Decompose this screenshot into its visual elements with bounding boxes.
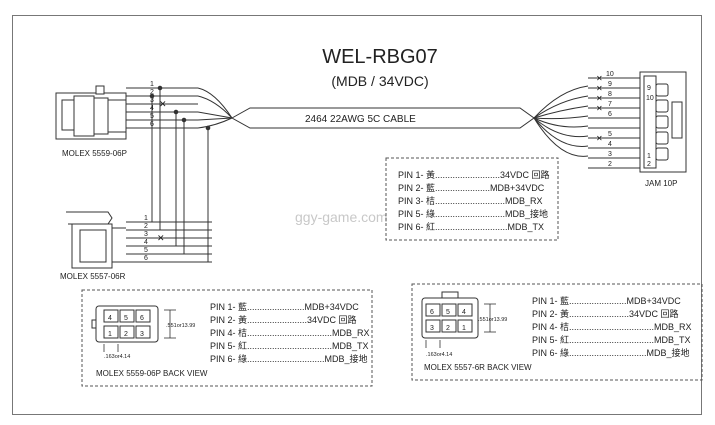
wire-number: 2 [150,89,154,96]
diagram-title: WEL-RBG07 [322,46,438,68]
back-view-left-label: MOLEX 5559-06P BACK VIEW [96,369,208,378]
no-connect-mark: ✕ [159,99,167,109]
left-pin-line: PIN 5- 紅................................… [210,341,369,351]
left-pin-line: PIN 4- 桔................................… [210,327,370,338]
wire-number: 7 [608,101,612,108]
right-pin-line: PIN 6- 綠...............................M… [532,347,690,358]
dim-width: .163or4.14 [426,352,452,358]
wire-number: 3 [144,231,148,238]
center-pin-line: PIN 5- 綠............................MDB_… [398,208,548,219]
jam-wire-numbers: 10 9 8 7 6 5 4 3 2 [606,71,614,168]
center-pin-line: PIN 1- 黃..........................34VDC … [398,169,550,180]
wire-number: 5 [144,247,148,254]
diagram-frame [12,15,702,415]
left-pin-line: PIN 6- 綠...............................M… [210,353,368,364]
center-pin-line: PIN 2- 藍......................MDB+34VDC [398,182,545,193]
dim-width: .163or4.14 [104,354,130,360]
jam-label: JAM 10P [645,179,677,188]
left-pin-line: PIN 2- 黃........................34VDC 回路 [210,314,357,325]
svg-text:✕: ✕ [596,84,603,93]
wire-number: 5 [608,131,612,138]
jam-10p-connector [639,71,687,173]
right-pin-line: PIN 1- 藍.......................MDB+34VDC [532,295,681,306]
pin-cell-number: 3 [430,325,434,332]
wires-jam [533,77,640,169]
pin-cell-number: 4 [108,315,112,322]
wires-5557 [126,85,212,263]
center-pin-box [385,157,559,241]
pin-cell-number: 4 [462,309,466,316]
svg-text:✕: ✕ [596,134,603,143]
wire-number: 4 [144,239,148,246]
pin-cell-number: 6 [140,315,144,322]
pin-cell-number: 1 [108,331,112,338]
wire-number: 9 [608,81,612,88]
no-connect-mark: ✕ [157,233,165,243]
wire-number: 6 [144,255,148,262]
wire-number: 1 [144,215,148,222]
jam-face-number: 10 [646,95,654,102]
center-pin-line: PIN 6- 紅.............................MDB… [398,222,544,232]
wire-number: 1 [150,81,154,88]
molex-5557-connector [66,211,126,269]
back-view-left-connector [91,305,159,343]
jam-face-number: 2 [647,161,651,168]
right-pin-line: PIN 4- 桔................................… [532,321,692,332]
back-view-right-box [411,283,703,381]
pin-cell-number: 2 [446,325,450,332]
jam-no-connect-marks: ✕ ✕ ✕ ✕ ✕ [596,74,603,143]
wires-5559 [126,87,233,129]
right-pin-line: PIN 5- 紅................................… [532,335,691,345]
dim-height: .551or13.99 [478,317,507,323]
back-view-left-dims [103,309,176,352]
left-pin-line: PIN 1- 藍.......................MDB+34VDC [210,301,359,312]
pin-cell-number: 2 [124,331,128,338]
pin-cell-number: 5 [124,315,128,322]
molex-5557-label: MOLEX 5557-06R [60,272,126,281]
jam-face-number: 1 [647,153,651,160]
svg-text:✕: ✕ [596,104,603,113]
wire-number: 4 [608,141,612,148]
dim-height: .551or13.99 [166,323,195,329]
molex-5559-connector [55,85,127,140]
svg-text:✕: ✕ [596,94,603,103]
jam-face-number: 9 [647,85,651,92]
back-view-right-label: MOLEX 5557-6R BACK VIEW [424,363,532,372]
molex-5559-label: MOLEX 5559-06P [62,149,127,158]
center-pin-line: PIN 3- 桔............................MDB_… [398,195,543,206]
wire-number: 3 [608,151,612,158]
wire-number: 6 [608,111,612,118]
cable-label: 2464 22AWG 5C CABLE [305,114,416,125]
watermark: ggy-game.com [295,209,388,225]
pin-cell-number: 1 [462,325,466,332]
pin-cell-number: 6 [430,309,434,316]
right-pin-line: PIN 2- 黃........................34VDC 回路 [532,308,679,319]
wire-number: 2 [144,223,148,230]
wire-number: 2 [608,161,612,168]
back-view-right-connector [421,291,479,339]
back-view-right-dims [425,303,496,348]
wire-number: 8 [608,91,612,98]
diagram-subtitle: (MDB / 34VDC) [331,73,428,89]
wire-number: 10 [606,71,614,78]
svg-text:✕: ✕ [596,74,603,83]
pin-cell-number: 3 [140,331,144,338]
pin-cell-number: 5 [446,309,450,316]
back-view-left-box [81,289,373,387]
